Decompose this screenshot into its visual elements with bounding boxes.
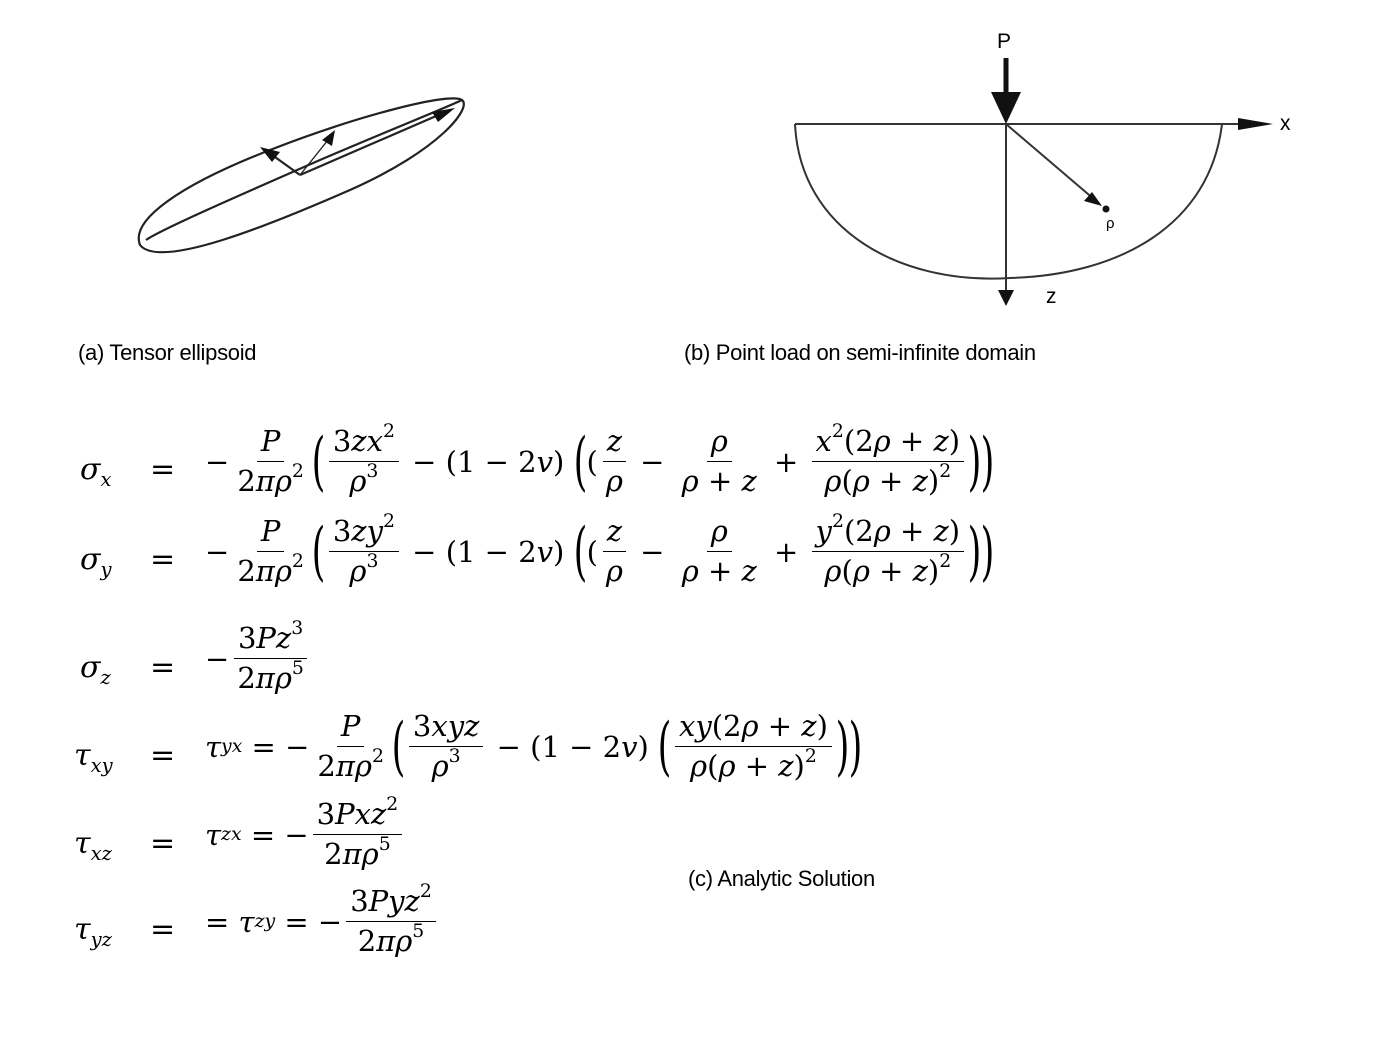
arrow-head-major: [432, 108, 455, 122]
x-arrow-head: [1238, 118, 1273, 130]
point-load-figure: P x z ρ: [794, 30, 1291, 308]
eq-sigma-z-equals: =: [150, 650, 176, 685]
ellipsoid-inner-outline: [145, 99, 463, 241]
eq-sigma-x-lhs: σx: [80, 452, 112, 491]
caption-point-load: (b) Point load on semi-infinite domain: [684, 340, 1036, 365]
arrow-head-minor-1: [260, 147, 280, 162]
load-label: P: [997, 30, 1011, 53]
eq-sigma-y-lhs: σy: [80, 542, 112, 581]
eq-tau-yz-equals: =: [150, 912, 176, 947]
point-label: ρ: [1106, 215, 1115, 232]
eq-sigma-x-equals: =: [150, 452, 176, 487]
point-marker: [1102, 205, 1110, 213]
load-arrow-head: [991, 92, 1021, 124]
radius-vector: [1005, 123, 1096, 201]
z-arrow-head: [998, 290, 1014, 306]
caption-analytic-solution: (c) Analytic Solution: [688, 866, 875, 891]
eq-sigma-y-equals: =: [150, 542, 176, 577]
x-axis-label: x: [1280, 112, 1291, 135]
eq-tau-xz-equals: =: [150, 826, 176, 861]
eq-tau-xy-lhs: τxy: [74, 738, 113, 777]
eq-tau-xz-lhs: τxz: [74, 826, 112, 865]
eq-sigma-z-lhs: σz: [80, 650, 111, 689]
eq-tau-xy-equals: =: [150, 738, 176, 773]
eq-tau-yz-lhs: τyz: [74, 912, 112, 951]
radius-arrow-head: [1084, 192, 1102, 206]
domain-boundary: [794, 123, 1223, 280]
arrow-head-minor-2: [322, 130, 335, 146]
tensor-ellipsoid-figure: [137, 97, 465, 254]
z-axis-label: z: [1046, 285, 1057, 308]
vector-major: [299, 108, 451, 177]
caption-tensor-ellipsoid: (a) Tensor ellipsoid: [78, 340, 257, 365]
